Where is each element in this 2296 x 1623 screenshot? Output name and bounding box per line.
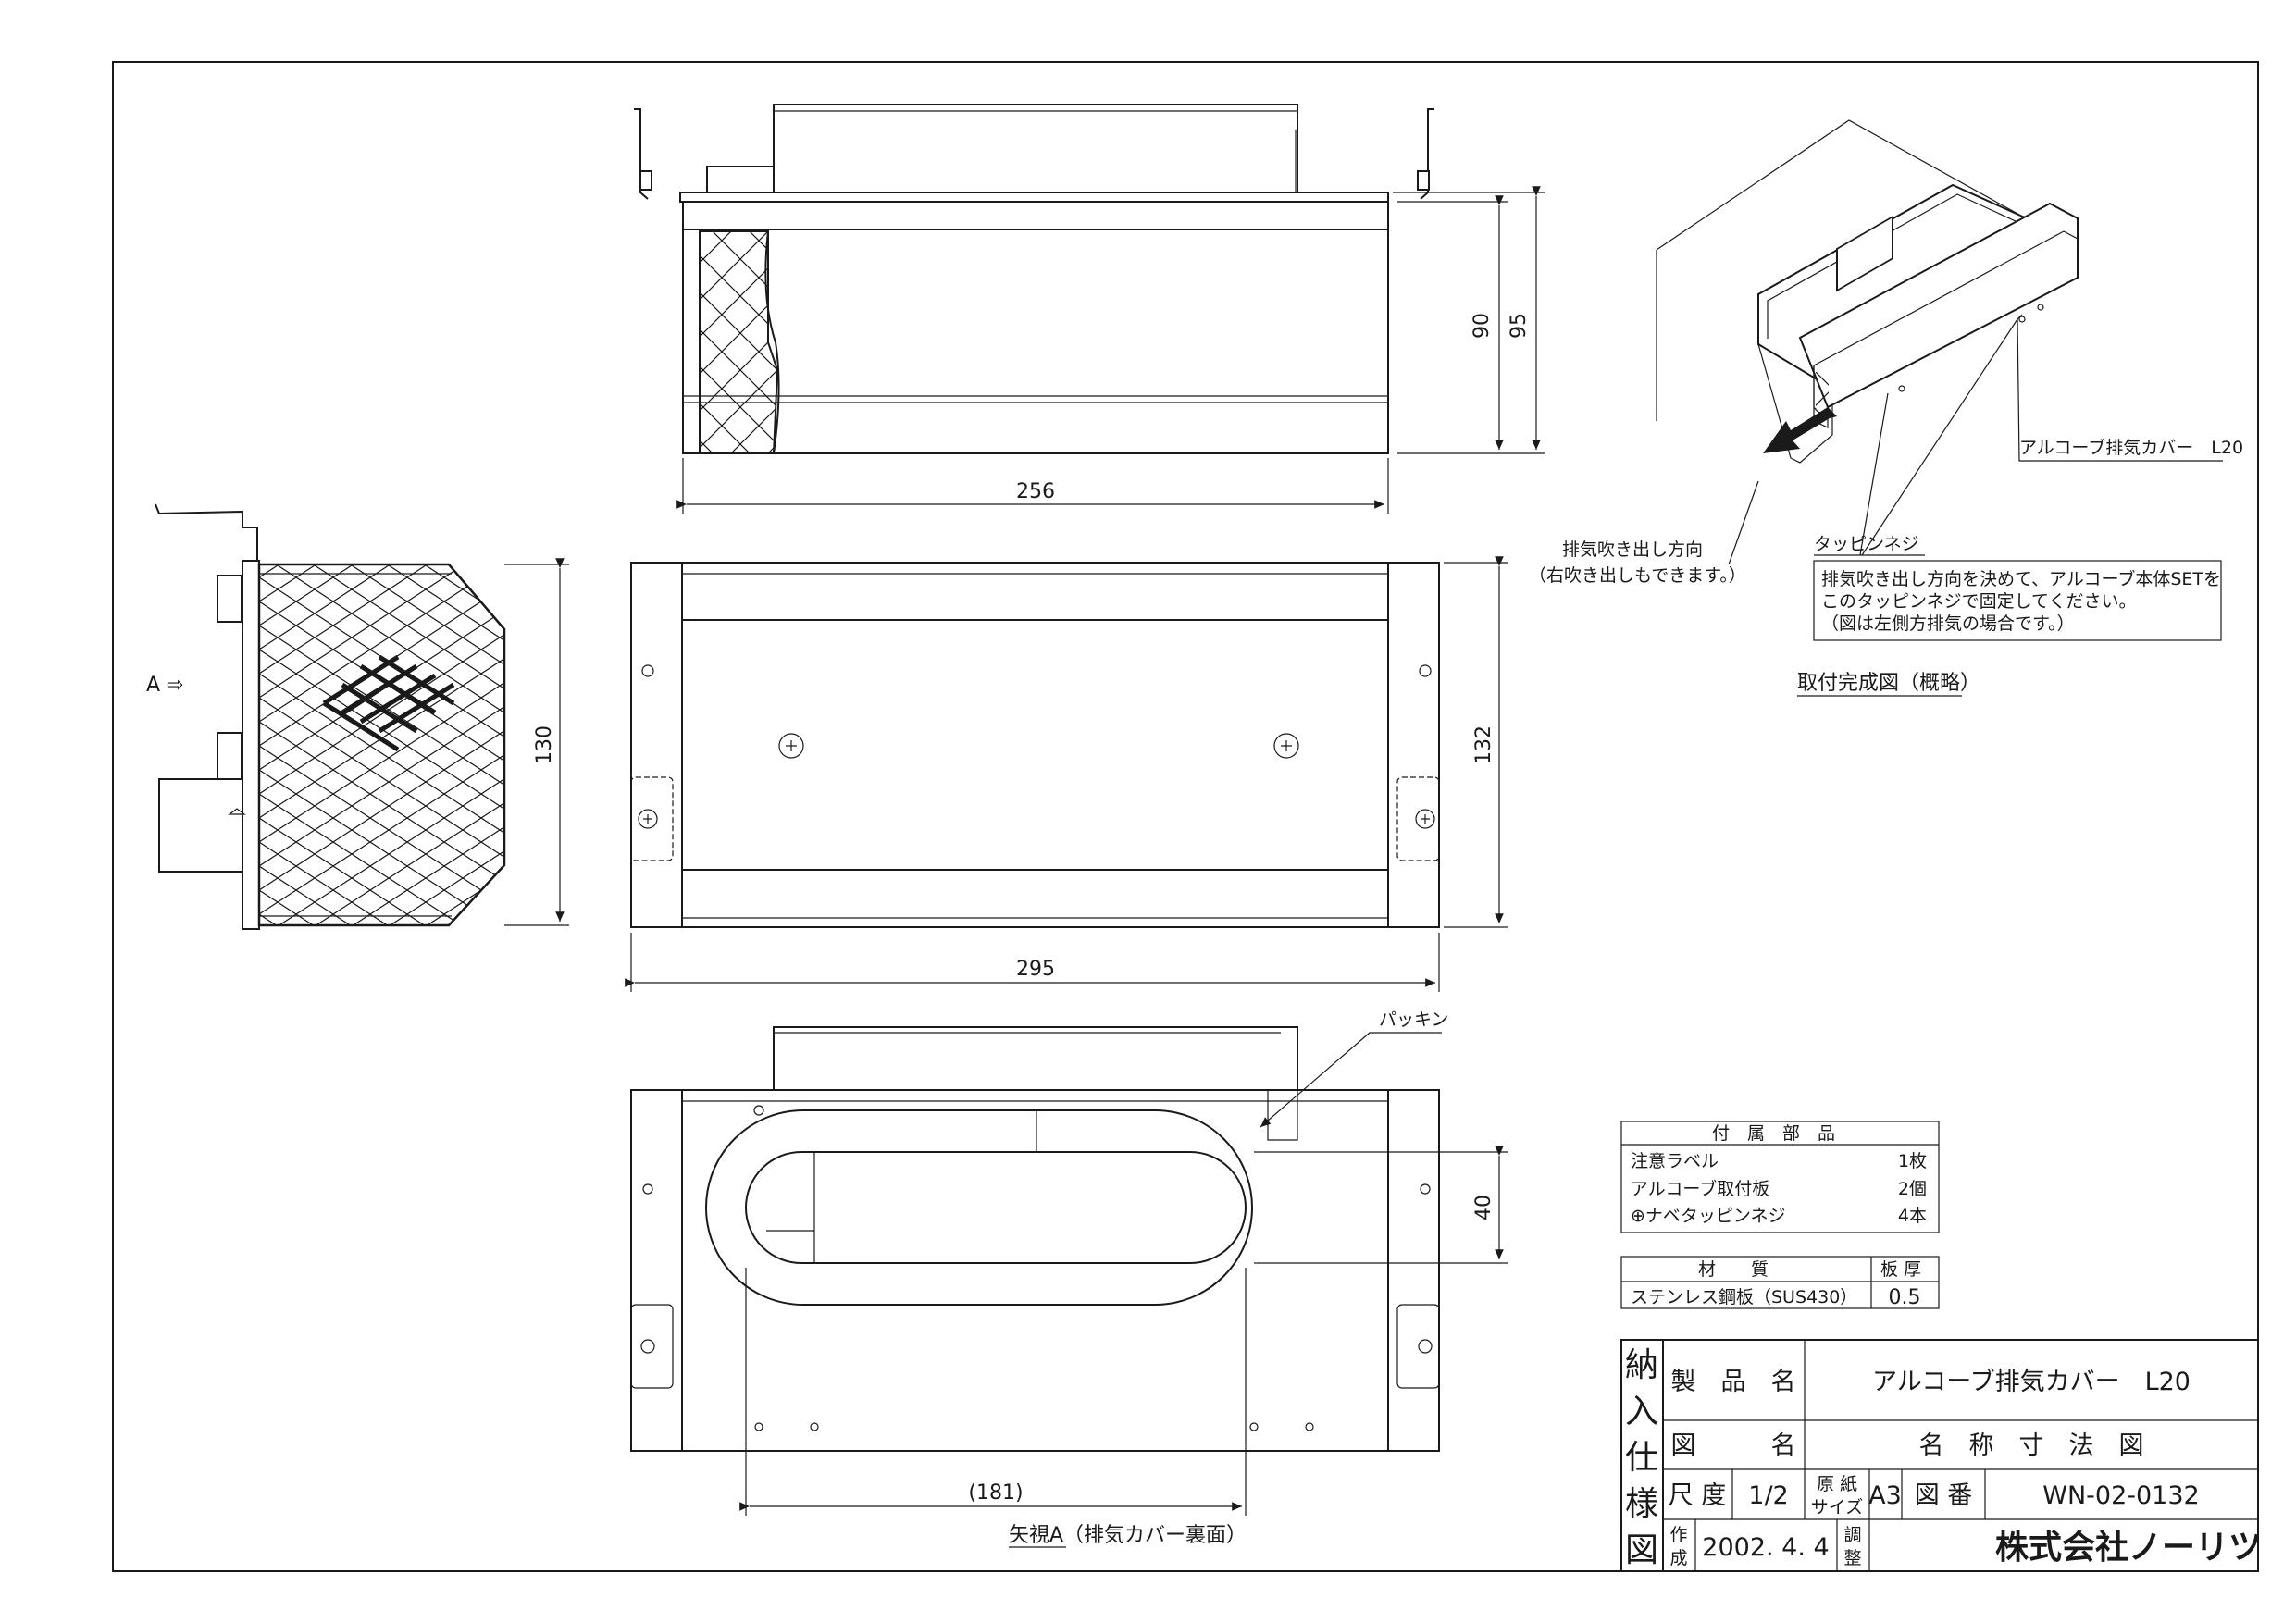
front-view: 132 295 (625, 556, 1508, 992)
material-value: ステンレス鋼板（SUS430） (1631, 1287, 1857, 1307)
created-label-1: 作 (1669, 1525, 1687, 1545)
install-view: アルコーブ排気カバー L20 排気吹き出し方向 （右吹き出しもできます。） タッ… (1529, 119, 2243, 697)
sheet-border (112, 61, 2259, 1572)
side-view: 130 A ⇨ (146, 503, 569, 930)
scale-label: 尺 度 (1669, 1481, 1727, 1510)
rear-view: パッキン 40 (181) 矢視A（排気カバー裏面） (630, 1010, 1508, 1548)
dim-top-95: 95 (1508, 313, 1531, 339)
company-name: 株式会社ノーリツ (1995, 1529, 2262, 1567)
top-view: 90 95 256 (634, 104, 1545, 514)
title-side-1: 納 (1625, 1346, 1658, 1384)
title-side-4: 様 (1625, 1485, 1658, 1523)
accessory-qty-2: 2個 (1898, 1179, 1927, 1199)
paper-size-label-2: サイズ (1811, 1497, 1863, 1518)
tapping-note-2: このタッピンネジで固定してください。 (1821, 591, 2136, 612)
created-label-2: 成 (1669, 1548, 1687, 1568)
dim-front-132: 132 (1472, 725, 1496, 764)
thickness-value: 0.5 (1889, 1286, 1921, 1309)
dim-top-90: 90 (1471, 313, 1494, 339)
material-header: 材 質 (1698, 1259, 1769, 1280)
title-side-5: 図 (1625, 1531, 1658, 1569)
material-table: 材 質 板 厚 ステンレス鋼板（SUS430） 0.5 (1620, 1256, 1940, 1309)
check-label-1: 調 (1843, 1525, 1861, 1545)
title-block: 納 入 仕 様 図 製 品 名 アルコーブ排気カバー L20 図 名 名 称 寸… (1620, 1339, 2262, 1572)
accessories-table: 付 属 部 品 注意ラベル 1枚 アルコーブ取付板 2個 ⊕ナベタッピンネジ 4… (1620, 1121, 1940, 1233)
accessory-qty-3: 4本 (1898, 1206, 1927, 1226)
drawing-name-value: 名 称 寸 法 図 (1919, 1431, 2144, 1460)
accessory-qty-1: 1枚 (1898, 1151, 1927, 1171)
product-name-value: アルコーブ排気カバー L20 (1872, 1368, 2191, 1396)
view-a-arrow-label: A ⇨ (146, 674, 183, 697)
accessory-name-2: アルコーブ取付板 (1631, 1178, 1769, 1199)
scale-value: 1/2 (1748, 1481, 1788, 1510)
title-side-2: 入 (1625, 1393, 1658, 1431)
paper-size-value: A3 (1868, 1481, 1902, 1510)
accessories-header: 付 属 部 品 (1712, 1123, 1835, 1144)
tapping-note-3: （図は左側方排気の場合です。） (1821, 613, 2075, 634)
dim-top-256: 256 (1016, 480, 1055, 503)
tapping-note-1: 排気吹き出し方向を決めて、アルコーブ本体SETを (1821, 568, 2221, 589)
view-a-caption: 矢視A（排気カバー裏面） (1009, 1524, 1247, 1547)
drawing-number-value: WN-02-0132 (2042, 1481, 2199, 1510)
packing-label: パッキン (1379, 1010, 1448, 1030)
accessory-name-1: 注意ラベル (1631, 1151, 1719, 1171)
dim-rear-181: (181) (968, 1481, 1023, 1505)
exhaust-direction-label: 排気吹き出し方向 (1562, 539, 1703, 560)
drawing-name-label: 図 名 (1671, 1431, 1796, 1460)
dim-front-295: 295 (1016, 958, 1055, 981)
title-side-3: 仕 (1625, 1439, 1658, 1477)
product-name-label: 製 品 名 (1671, 1368, 1796, 1396)
dim-side-130: 130 (533, 725, 556, 764)
accessory-name-3: ⊕ナベタッピンネジ (1631, 1206, 1786, 1226)
install-caption: 取付完成図（概略） (1797, 672, 1980, 695)
thickness-header: 板 厚 (1880, 1259, 1921, 1280)
check-label-2: 整 (1843, 1548, 1861, 1568)
tapping-screw-label: タッピンネジ (1814, 534, 1919, 554)
dim-rear-40: 40 (1472, 1195, 1496, 1220)
paper-size-label-1: 原 紙 (1817, 1474, 1857, 1494)
created-date: 2002. 4. 4 (1702, 1533, 1829, 1562)
exhaust-direction-note: （右吹き出しもできます。） (1529, 565, 1746, 586)
drawing-number-label: 図 番 (1915, 1481, 1973, 1510)
install-product-callout: アルコーブ排気カバー L20 (2019, 437, 2243, 458)
